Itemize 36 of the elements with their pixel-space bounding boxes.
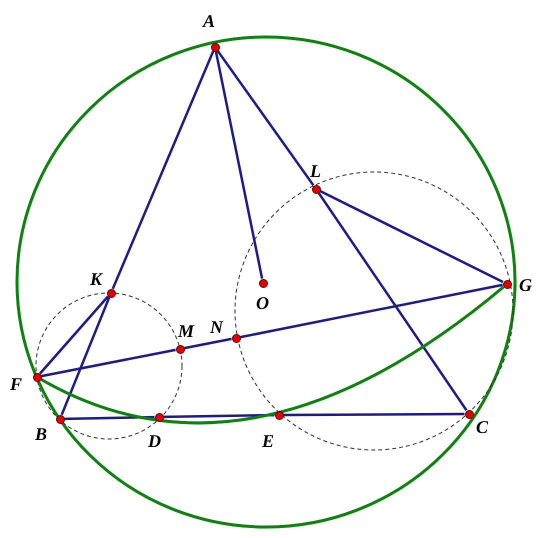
point: [176, 344, 184, 354]
point-label: B: [35, 425, 48, 443]
point: [56, 414, 64, 424]
line-segment: [318, 192, 468, 411]
line-segment: [60, 296, 110, 416]
point: [32, 372, 42, 382]
circle-arc: [40, 286, 504, 424]
line-segment: [163, 414, 275, 418]
line-segment: [216, 50, 314, 186]
point-label: K: [90, 270, 102, 288]
line-segment: [64, 416, 155, 420]
point-label: O: [256, 294, 269, 312]
line-segment: [240, 284, 503, 338]
point-label: G: [519, 276, 532, 294]
line-segment: [214, 51, 264, 279]
point: [154, 412, 164, 422]
point: [258, 278, 268, 288]
line-segment: [112, 50, 214, 290]
point: [502, 280, 512, 288]
point-label: A: [203, 12, 216, 30]
point-label: F: [10, 375, 22, 393]
point: [106, 288, 116, 298]
point: [464, 410, 474, 418]
line-segment: [39, 296, 109, 374]
line-segment: [41, 348, 176, 378]
point-label: M: [178, 322, 194, 340]
point-label: E: [262, 432, 274, 450]
point-label: C: [476, 418, 488, 436]
line-segment: [184, 338, 232, 350]
line-segment: [284, 412, 464, 416]
point: [232, 334, 240, 342]
point-label: D: [148, 432, 161, 450]
point-label: L: [310, 162, 321, 180]
point: [312, 184, 320, 194]
line-segment: [319, 190, 504, 284]
point-label: N: [210, 318, 223, 336]
